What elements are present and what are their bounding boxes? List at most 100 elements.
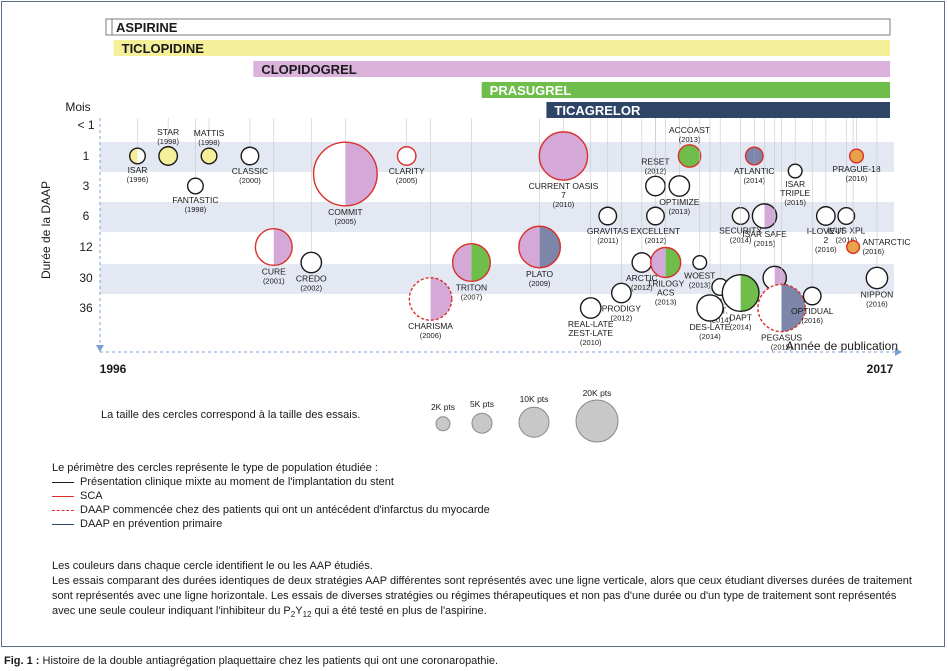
trial-label-26-0: DAPT: [729, 312, 752, 322]
figure-caption: Fig. 1 : Histoire de la double antiagrég…: [4, 655, 498, 667]
trial-label-27-1: (2014): [743, 176, 765, 185]
trial-label-20-0: OPTIMIZE: [659, 197, 699, 207]
drug-label-clopidogrel: CLOPIDOGREL: [261, 62, 356, 77]
perimeter-legend-title: Le périmètre des cercles représente le t…: [52, 462, 378, 474]
trial-bubble-woest: [692, 254, 708, 271]
drug-label-bg-1: [117, 41, 210, 55]
drug-label-bg-3: [485, 83, 584, 97]
trial-label-17-1: (2012): [645, 236, 667, 245]
y-axis-arrow: [96, 345, 104, 352]
trial-bubble-excellent: [645, 206, 665, 226]
perimeter-legend-swatch: [52, 481, 74, 483]
trial-bubble-prague-18: [848, 148, 865, 164]
trial-label-33-1: 2: [823, 235, 828, 245]
size-legend-circle-1: [471, 412, 493, 434]
trial-bubble-optidual: [802, 286, 822, 306]
y-tick-6: 36: [79, 301, 93, 315]
size-legend-label-0: 2K pts: [431, 402, 455, 412]
trial-label-3-1: (1998): [198, 138, 220, 147]
trial-label-16-1: (2012): [631, 283, 653, 292]
trial-label-13-1: ZEST-LATE: [568, 328, 613, 338]
size-legend-label-1: 5K pts: [470, 399, 494, 409]
trial-label-9-1: (2006): [420, 331, 442, 340]
trial-label-21-1: (2013): [679, 135, 701, 144]
trial-label-19-0: TRILOGY: [647, 279, 685, 289]
trial-label-1-1: (1998): [157, 137, 179, 146]
trial-label-6-0: CREDO: [296, 274, 327, 284]
trial-label-33-2: (2016): [815, 245, 837, 254]
trial-label-31-0: ISAR: [785, 179, 805, 189]
trial-label-12-2: (2010): [553, 200, 575, 209]
trial-label-10-1: (2007): [461, 292, 483, 301]
trial-label-8-1: (2005): [396, 176, 418, 185]
trial-bubble-plato: [518, 225, 562, 269]
trial-label-35-1: (2016): [862, 247, 884, 256]
size-legend-label-3: 20K pts: [583, 388, 612, 398]
trial-label-1-0: STAR: [157, 127, 179, 137]
trial-label-26-1: (2014): [730, 322, 752, 331]
trial-label-7-0: COMMIT: [328, 207, 362, 217]
trial-label-19-1: ACS: [657, 288, 675, 298]
trial-label-22-0: WOEST: [684, 270, 715, 280]
trial-bubble-commit: [312, 141, 378, 207]
x-axis-arrow: [895, 348, 902, 356]
figure-frame: [1, 1, 945, 647]
trial-label-22-1: (2013): [689, 280, 711, 289]
trial-label-28-0: ISAR SAFE: [742, 229, 787, 239]
color-notes: Les couleurs dans chaque cercle identifi…: [52, 559, 912, 622]
trial-label-5-0: CURE: [262, 266, 286, 276]
y-unit-label: Mois: [65, 100, 90, 114]
trial-label-37-1: (2016): [866, 300, 888, 309]
trial-label-37-0: NIPPON: [861, 290, 894, 300]
trial-label-27-0: ATLANTIC: [734, 166, 774, 176]
trial-label-34-1: (2016): [835, 235, 857, 244]
drug-bar-ticlopidine: [113, 40, 890, 56]
trial-label-8-0: CLARITY: [389, 166, 425, 176]
trial-label-13-0: REAL-LATE: [568, 319, 614, 329]
perimeter-legend: Le périmètre des cercles représente le t…: [52, 461, 490, 531]
drug-bar-prasugrel: [481, 82, 890, 98]
y-tick-1: 1: [83, 149, 90, 163]
drug-label-prasugrel: PRASUGREL: [490, 83, 572, 98]
trial-label-10-0: TRITON: [456, 282, 487, 292]
timeline-chart: ASPIRINETICLOPIDINECLOPIDOGRELPRASUGRELT…: [39, 18, 910, 443]
trial-bubble-classic: [240, 146, 260, 166]
trial-label-15-1: (2012): [611, 314, 633, 323]
trial-label-11-0: PLATO: [526, 269, 553, 279]
perimeter-legend-swatch: [52, 509, 74, 511]
trial-label-4-1: (2000): [239, 176, 261, 185]
trial-label-9-0: CHARISMA: [408, 321, 453, 331]
trial-label-33-0: I-LOVE-IT: [807, 226, 845, 236]
y-tick-2: 3: [83, 179, 90, 193]
note-line-2: Les essais comparant des durées identiqu…: [52, 575, 912, 620]
y-tick-5: 30: [79, 271, 93, 285]
trial-bubble-cure: [254, 227, 293, 267]
perimeter-legend-label: Présentation clinique mixte au moment de…: [80, 476, 394, 488]
trial-bubble-i-love-it-2: [815, 206, 836, 226]
trial-bubble-dapt: [721, 273, 760, 313]
trial-bubble-gravitas: [598, 206, 618, 226]
drug-label-ticlopidine: TICLOPIDINE: [122, 41, 205, 56]
perimeter-legend-item-3: DAAP en prévention primaire: [52, 517, 490, 531]
trial-label-32-1: (2016): [801, 316, 823, 325]
trial-label-2-1: (1998): [185, 205, 207, 214]
trial-label-32-0: OPTIDUAL: [791, 306, 834, 316]
size-legend-circle-3: [575, 399, 619, 443]
x-end-label: 2017: [867, 362, 894, 376]
trial-label-34-0: IVUS XPL: [827, 225, 866, 235]
perimeter-legend-label: SCA: [80, 490, 103, 502]
perimeter-legend-item-1: SCA: [52, 489, 490, 503]
trial-label-19-2: (2013): [655, 298, 677, 307]
drug-bar-clopidogrel: [253, 61, 890, 77]
trial-label-31-2: (2015): [784, 198, 806, 207]
trial-label-14-1: (2011): [597, 236, 619, 245]
trial-label-0-1: (1996): [127, 175, 149, 184]
trial-bubble-optimize: [668, 175, 691, 197]
trial-label-30-0: PEGASUS: [761, 333, 802, 343]
trial-label-24-0: DES-LATE: [690, 322, 731, 332]
trial-bubble-reset: [645, 175, 666, 197]
drug-label-ticagrelor: TICAGRELOR: [554, 103, 641, 118]
trial-label-17-0: EXCELLENT: [631, 226, 681, 236]
trial-bubble-accoast: [677, 144, 702, 168]
drug-bar-aspirine: [107, 18, 891, 36]
